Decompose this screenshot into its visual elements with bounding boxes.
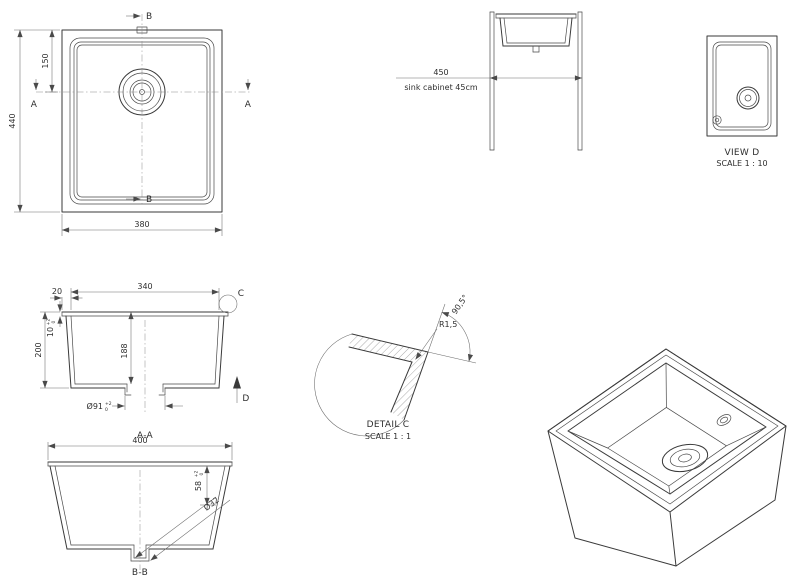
section-marker-b-bottom: B <box>146 195 152 205</box>
section-marker-a-left: A <box>31 100 38 110</box>
detail-c-radius-dimension: R1,5 <box>415 320 457 360</box>
section-aa: C 340 20 200 10 +2 0 188 <box>34 282 249 441</box>
detail-c-radius-label: R1,5 <box>439 320 457 329</box>
iso-bowl-wall-edges <box>567 362 767 495</box>
cabinet-dimension: 450 sink cabinet 45cm <box>396 68 583 92</box>
cabinet-walls <box>489 11 583 151</box>
bb-dim-width-label: 400 <box>132 436 147 445</box>
detail-c-break-outline <box>314 333 405 437</box>
detail-c-scale: SCALE 1 : 1 <box>365 432 411 441</box>
aa-dim-bowl-depth-label: 188 <box>120 343 129 358</box>
aa-rim-tol-minus: 0 <box>51 320 57 323</box>
aa-drain-tol-minus: 0 <box>105 407 108 413</box>
view-d-drain <box>736 86 760 110</box>
bb-height-tol-minus: 0 <box>199 472 205 475</box>
section-marker-a-right: A <box>245 100 252 110</box>
cabinet-sink-section <box>495 13 577 53</box>
view-d-title: VIEW D <box>725 148 760 158</box>
section-aa-dimensions: 340 20 200 10 +2 0 188 Ø91 +2 0 <box>34 282 220 413</box>
view-d: VIEW D SCALE 1 : 10 <box>706 35 778 168</box>
detail-marker-c-label: C <box>238 289 245 299</box>
plan-view: B B A A 440 150 380 <box>8 12 252 236</box>
view-d-scale: SCALE 1 : 10 <box>716 159 767 168</box>
bb-dim-drain-height-label: 58 <box>194 481 203 491</box>
detail-c: 90,5° R1,5 DETAIL C SCALE 1 : 1 <box>314 293 477 441</box>
iso-front-corner-edge <box>669 511 677 567</box>
aa-rim-tol-plus: +2 <box>46 319 52 326</box>
iso-rim-inner-line <box>555 354 779 505</box>
view-direction-d-marker: D <box>233 376 249 404</box>
section-marker-b-top: B <box>146 12 152 22</box>
plan-dim-height-label: 440 <box>8 113 17 128</box>
isometric-view <box>547 348 787 567</box>
section-bb-title: B-B <box>132 568 148 577</box>
cabinet-front-view: 450 sink cabinet 45cm <box>396 11 583 151</box>
aa-dim-drain-hole-label: Ø91 <box>87 401 103 411</box>
aa-drain-tol-plus: +2 <box>105 401 112 407</box>
plan-dimensions: 440 150 380 <box>8 29 223 236</box>
iso-drain <box>661 443 709 473</box>
section-aa-title: A-A <box>137 431 154 441</box>
detail-c-title: DETAIL C <box>367 420 410 430</box>
detail-c-hatched-wall <box>349 334 428 420</box>
bb-height-tol-plus: +2 <box>194 471 200 478</box>
aa-dim-flange-label: 20 <box>52 287 62 296</box>
view-direction-d-label: D <box>242 394 249 404</box>
cabinet-dim-width-label: 450 <box>433 68 448 77</box>
aa-dim-bowl-width-label: 340 <box>137 282 152 291</box>
aa-dim-depth-label: 200 <box>34 342 43 357</box>
plan-dim-drain-offset-label: 150 <box>41 53 50 68</box>
section-bb: 400 58 +2 0 Ø32 B-B <box>47 436 233 577</box>
detail-c-profile-edges <box>348 333 429 421</box>
plan-dim-width-label: 380 <box>134 220 149 229</box>
aa-dim-rim-thickness-label: 10 <box>46 327 55 337</box>
section-aa-outline <box>61 311 229 414</box>
iso-rim-outer <box>547 348 787 513</box>
cabinet-caption: sink cabinet 45cm <box>404 83 477 92</box>
view-d-overflow <box>712 115 722 125</box>
iso-overflow-hole <box>716 414 732 426</box>
plan-section-lines: B B A A <box>31 12 252 205</box>
view-d-outline <box>706 35 778 137</box>
